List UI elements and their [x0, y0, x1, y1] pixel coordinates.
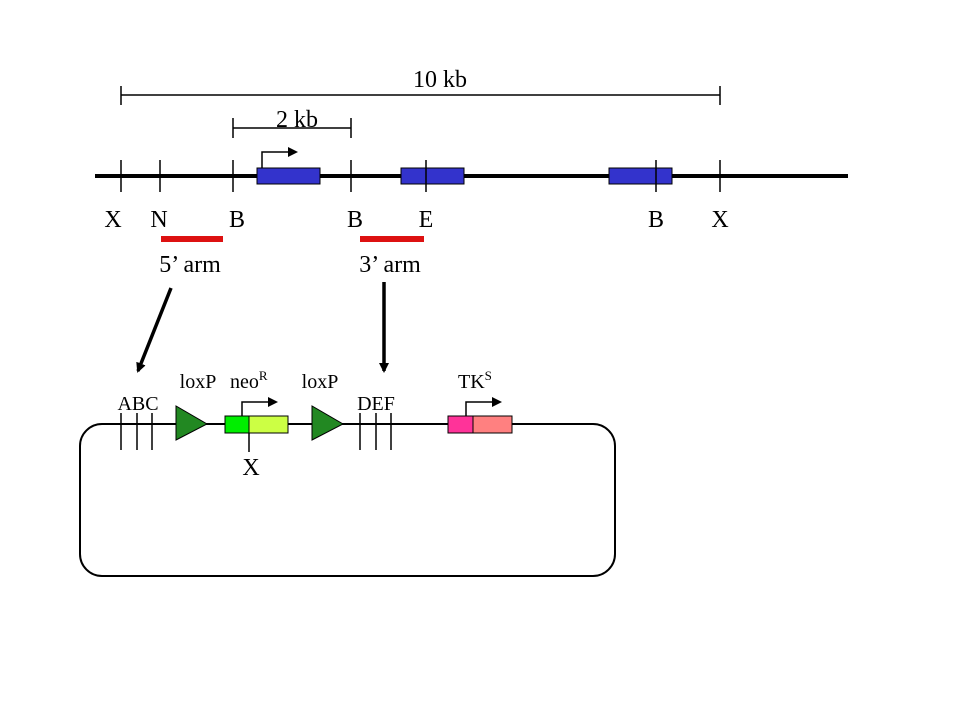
loxp-left-label: loxP	[180, 371, 217, 393]
targeting-vector-plasmid	[79, 423, 616, 577]
tk-label: TKS	[458, 368, 492, 393]
five-prime-arm-arrow	[136, 287, 173, 373]
site-label-n: N	[150, 207, 167, 233]
site-label-b2: B	[347, 207, 363, 233]
site-label-b3: B	[648, 207, 664, 233]
tk-promoter-arrow	[465, 397, 502, 416]
scale-bar-2kb: 2 kb	[232, 107, 352, 138]
site-label-x2: X	[711, 207, 728, 233]
neo-x-site-label: X	[242, 455, 259, 481]
tk-label-text: TK	[458, 371, 485, 393]
neo-cassette-light	[248, 415, 289, 434]
exon-1	[256, 167, 321, 185]
tk-cassette-dark	[447, 415, 474, 434]
transcription-start-arrow	[261, 147, 298, 168]
def-site-ticks	[359, 413, 392, 450]
abc-site-ticks	[120, 413, 153, 450]
locus-site-ticks	[120, 160, 721, 192]
loxp-right-label: loxP	[302, 371, 339, 393]
abc-label: ABC	[117, 393, 158, 415]
neo-cassette-dark	[224, 415, 250, 434]
loxp-left-triangle	[175, 405, 209, 441]
scale-bar-10kb: 10 kb	[120, 67, 721, 105]
exon-2	[400, 167, 465, 185]
neo-label: neoR	[230, 368, 268, 393]
exon-3	[608, 167, 673, 185]
site-label-e: E	[419, 207, 434, 233]
neo-label-sup: R	[259, 368, 268, 383]
tk-label-sup: S	[485, 368, 492, 383]
scale-label-10kb: 10 kb	[413, 67, 467, 93]
site-labels: X N B B E B X	[104, 207, 728, 233]
tk-cassette-light	[472, 415, 513, 434]
scale-label-2kb: 2 kb	[276, 107, 318, 133]
neo-promoter-arrow	[241, 397, 278, 416]
three-prime-arm-bar	[360, 236, 424, 242]
loxp-right-triangle	[311, 405, 345, 441]
site-label-b1: B	[229, 207, 245, 233]
five-prime-arm-bar	[161, 236, 223, 242]
five-prime-arm-label: 5’ arm	[159, 252, 221, 278]
three-prime-arm-label: 3’ arm	[359, 252, 421, 278]
site-label-x1: X	[104, 207, 121, 233]
neo-label-text: neo	[230, 371, 259, 393]
def-label: DEF	[357, 393, 395, 415]
